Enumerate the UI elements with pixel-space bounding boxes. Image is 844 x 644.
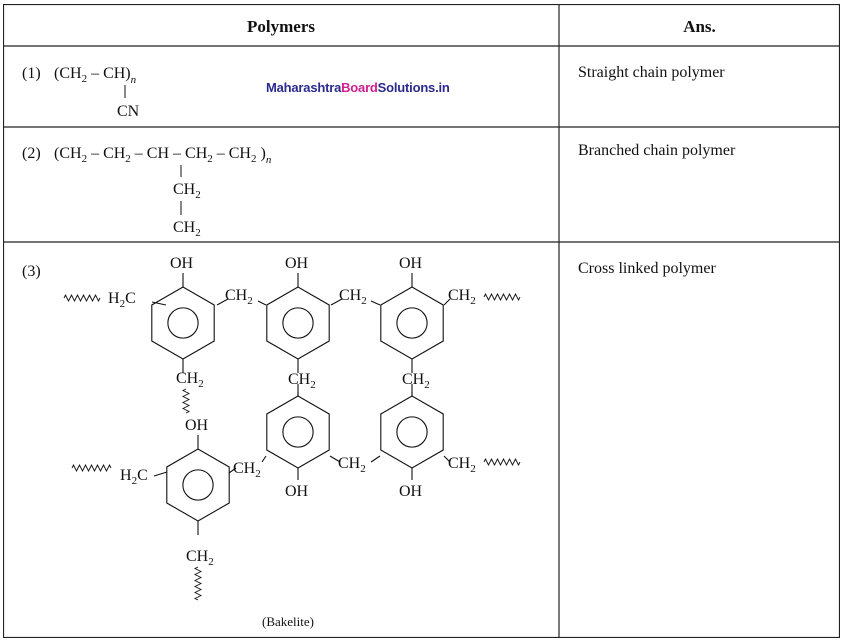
polymer-table: Polymers Ans. Straight chain polymer Bra…: [3, 4, 840, 638]
benzene-ring: [380, 395, 444, 469]
answer-row-1: Straight chain polymer: [578, 64, 725, 81]
bond-line: [261, 455, 267, 463]
header-polymers: Polymers: [247, 17, 315, 36]
aromatic-circle: [282, 307, 314, 339]
h2c-label: H2C: [108, 290, 136, 310]
polymer-continuation: [193, 566, 203, 601]
polymer-continuation: [63, 293, 101, 303]
oh-label: OH: [399, 255, 423, 272]
aromatic-circle: [167, 307, 199, 339]
bond-line: [153, 471, 168, 477]
svg-text:CH2: CH2: [173, 181, 201, 201]
benzene-ring: [266, 395, 330, 469]
bond-line: [228, 467, 237, 474]
polymer-continuation: [181, 388, 191, 414]
aromatic-circle: [396, 416, 428, 448]
bond-line: [370, 455, 381, 463]
ch2-label: CH2: [225, 287, 253, 307]
aromatic-circle: [396, 307, 428, 339]
benzene-ring: [266, 286, 330, 360]
aromatic-circle: [182, 469, 214, 501]
ch2-label: CH2: [186, 548, 214, 568]
bond-line: [443, 455, 451, 463]
bond-line: [370, 300, 381, 306]
oh-label: OH: [185, 417, 209, 434]
ch2-label: CH2: [448, 455, 476, 475]
bakelite-caption: (Bakelite): [262, 614, 314, 629]
row2-main: (CH2 – CH2 – CH – CH2 – CH2 )n: [54, 145, 272, 166]
ch2-label: CH2: [176, 370, 204, 390]
row1-branch: CN: [117, 103, 140, 120]
row1-main: (CH2 – CH)n: [54, 65, 137, 86]
benzene-ring: [151, 286, 215, 360]
h2c-label: H2C: [120, 467, 148, 487]
row2-number: (2): [22, 145, 41, 162]
ch2-label: CH2: [339, 287, 367, 307]
polymer-continuation: [71, 463, 112, 473]
table-grid: [3, 4, 840, 638]
formula-row-1: (1) (CH2 – CH)n CN: [22, 65, 140, 120]
bond-line: [330, 298, 343, 306]
row1-number: (1): [22, 65, 41, 82]
ch2-label: CH2: [338, 455, 366, 475]
ch2-label: CH2: [402, 371, 430, 391]
ch2-label: CH2: [288, 371, 316, 391]
oh-label: OH: [285, 255, 309, 272]
answer-row-2: Branched chain polymer: [578, 142, 736, 159]
polymer-continuation: [483, 457, 521, 467]
formula-row-2: (2) (CH2 – CH2 – CH – CH2 – CH2 )n CH2 C…: [22, 145, 272, 239]
svg-text:CH2: CH2: [173, 219, 201, 239]
answer-row-3: Cross linked polymer: [578, 260, 716, 277]
benzene-ring: [380, 286, 444, 360]
bond-line: [257, 300, 267, 306]
oh-label: OH: [399, 483, 423, 500]
watermark: MaharashtraBoardSolutions.in: [266, 80, 450, 95]
ch2-label: CH2: [448, 287, 476, 307]
oh-label: OH: [285, 483, 309, 500]
oh-label: OH: [170, 255, 194, 272]
aromatic-circle: [282, 416, 314, 448]
bond-line: [216, 298, 229, 306]
benzene-ring: [166, 448, 230, 522]
header-ans: Ans.: [683, 17, 716, 36]
row3-number: (3): [22, 263, 41, 280]
polymer-continuation: [483, 292, 521, 302]
ch2-label: CH2: [233, 460, 261, 480]
bond-line: [329, 455, 341, 463]
bond-line: [443, 298, 451, 306]
bond-line: [151, 301, 167, 306]
